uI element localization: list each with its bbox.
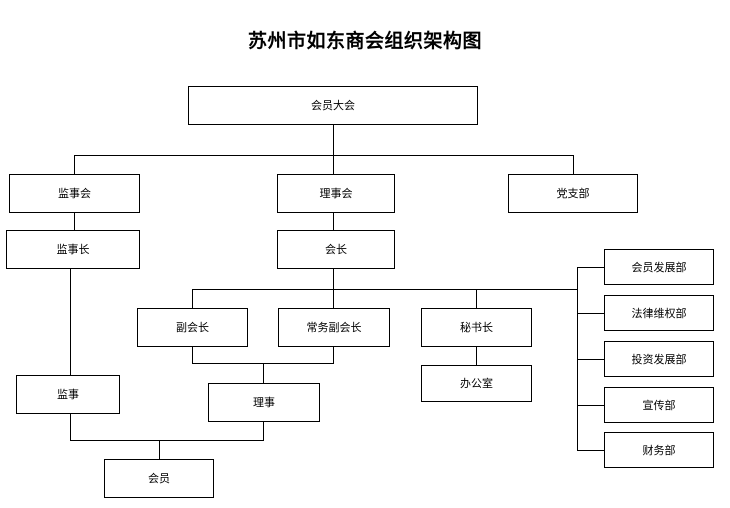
connector-dept-stub-publicity <box>577 405 604 406</box>
node-vice-president[interactable]: 副会长 <box>137 308 248 347</box>
connector-merge-to-director <box>263 363 264 383</box>
connector-dept-stub-member-development <box>577 267 604 268</box>
node-office-label: 办公室 <box>460 377 493 390</box>
node-secretary-general-label: 秘书长 <box>460 321 493 334</box>
connector-dept-stub-finance <box>577 450 604 451</box>
connector-supervisory-board-to-chief-supervisor <box>74 213 75 230</box>
connector-dept-stub-legal-rights <box>577 313 604 314</box>
node-vice-president-label: 副会长 <box>176 321 209 334</box>
connector-drop-council <box>333 155 334 174</box>
node-president[interactable]: 会长 <box>277 230 395 269</box>
node-supervisor-label: 监事 <box>57 388 79 401</box>
connector-drop-party-branch <box>573 155 574 174</box>
node-executive-vice-president[interactable]: 常务副会长 <box>278 308 390 347</box>
node-executive-vice-president-label: 常务副会长 <box>306 321 362 334</box>
node-dept-publicity-label: 宣传部 <box>642 398 676 412</box>
node-chief-supervisor-label: 监事长 <box>56 243 90 256</box>
node-supervisory-board-label: 监事会 <box>58 187 91 200</box>
node-dept-member-development-label: 会员发展部 <box>631 260 687 274</box>
node-supervisor[interactable]: 监事 <box>16 375 120 414</box>
connector-secretary-general-to-office <box>476 347 477 365</box>
connector-dept-stub-investment-development <box>577 359 604 360</box>
node-director[interactable]: 理事 <box>208 383 320 422</box>
node-member-label: 会员 <box>148 472 170 485</box>
connector-merge-to-member <box>159 440 160 459</box>
connector-director-stem <box>263 422 264 440</box>
node-president-label: 会长 <box>325 243 347 256</box>
node-council-label: 理事会 <box>319 187 353 200</box>
node-council[interactable]: 理事会 <box>277 174 395 213</box>
node-supervisory-board[interactable]: 监事会 <box>9 174 140 213</box>
node-party-branch[interactable]: 党支部 <box>508 174 638 213</box>
node-secretary-general[interactable]: 秘书长 <box>421 308 532 347</box>
page-title: 苏州市如东商会组织架构图 <box>247 30 482 52</box>
connector-council-to-president <box>333 213 334 230</box>
connector-row4-bus <box>192 289 577 290</box>
node-chief-supervisor[interactable]: 监事长 <box>6 230 140 269</box>
connector-president-stem <box>333 269 334 289</box>
node-dept-finance-label: 财务部 <box>642 443 676 457</box>
connector-supervisor-stem <box>70 414 71 440</box>
node-director-label: 理事 <box>253 396 275 409</box>
node-dept-finance[interactable]: 财务部 <box>604 432 714 468</box>
node-dept-publicity[interactable]: 宣传部 <box>604 387 714 423</box>
connector-drop-supervisory-board <box>74 155 75 174</box>
connector-departments-spine <box>577 267 578 450</box>
node-dept-legal-rights-label: 法律维权部 <box>631 306 687 320</box>
node-dept-legal-rights[interactable]: 法律维权部 <box>604 295 714 331</box>
connector-vice-president-stem <box>192 347 193 363</box>
connector-drop-secretary-general <box>476 289 477 308</box>
connector-drop-executive-vice-president <box>333 289 334 308</box>
connector-member-merge-bar <box>70 440 264 441</box>
node-dept-member-development[interactable]: 会员发展部 <box>604 249 714 285</box>
connector-assembly-stem <box>333 125 334 155</box>
node-dept-investment-development[interactable]: 投资发展部 <box>604 341 714 377</box>
node-assembly[interactable]: 会员大会 <box>188 86 478 125</box>
node-assembly-label: 会员大会 <box>311 99 355 112</box>
node-dept-investment-development-label: 投资发展部 <box>631 352 687 366</box>
node-office[interactable]: 办公室 <box>421 365 532 402</box>
connector-drop-vice-president <box>192 289 193 308</box>
node-member[interactable]: 会员 <box>104 459 214 498</box>
connector-chief-supervisor-to-supervisor <box>70 269 71 375</box>
connector-executive-vice-president-stem <box>333 347 334 363</box>
node-party-branch-label: 党支部 <box>556 187 590 200</box>
connector-row2-bus <box>74 155 574 156</box>
